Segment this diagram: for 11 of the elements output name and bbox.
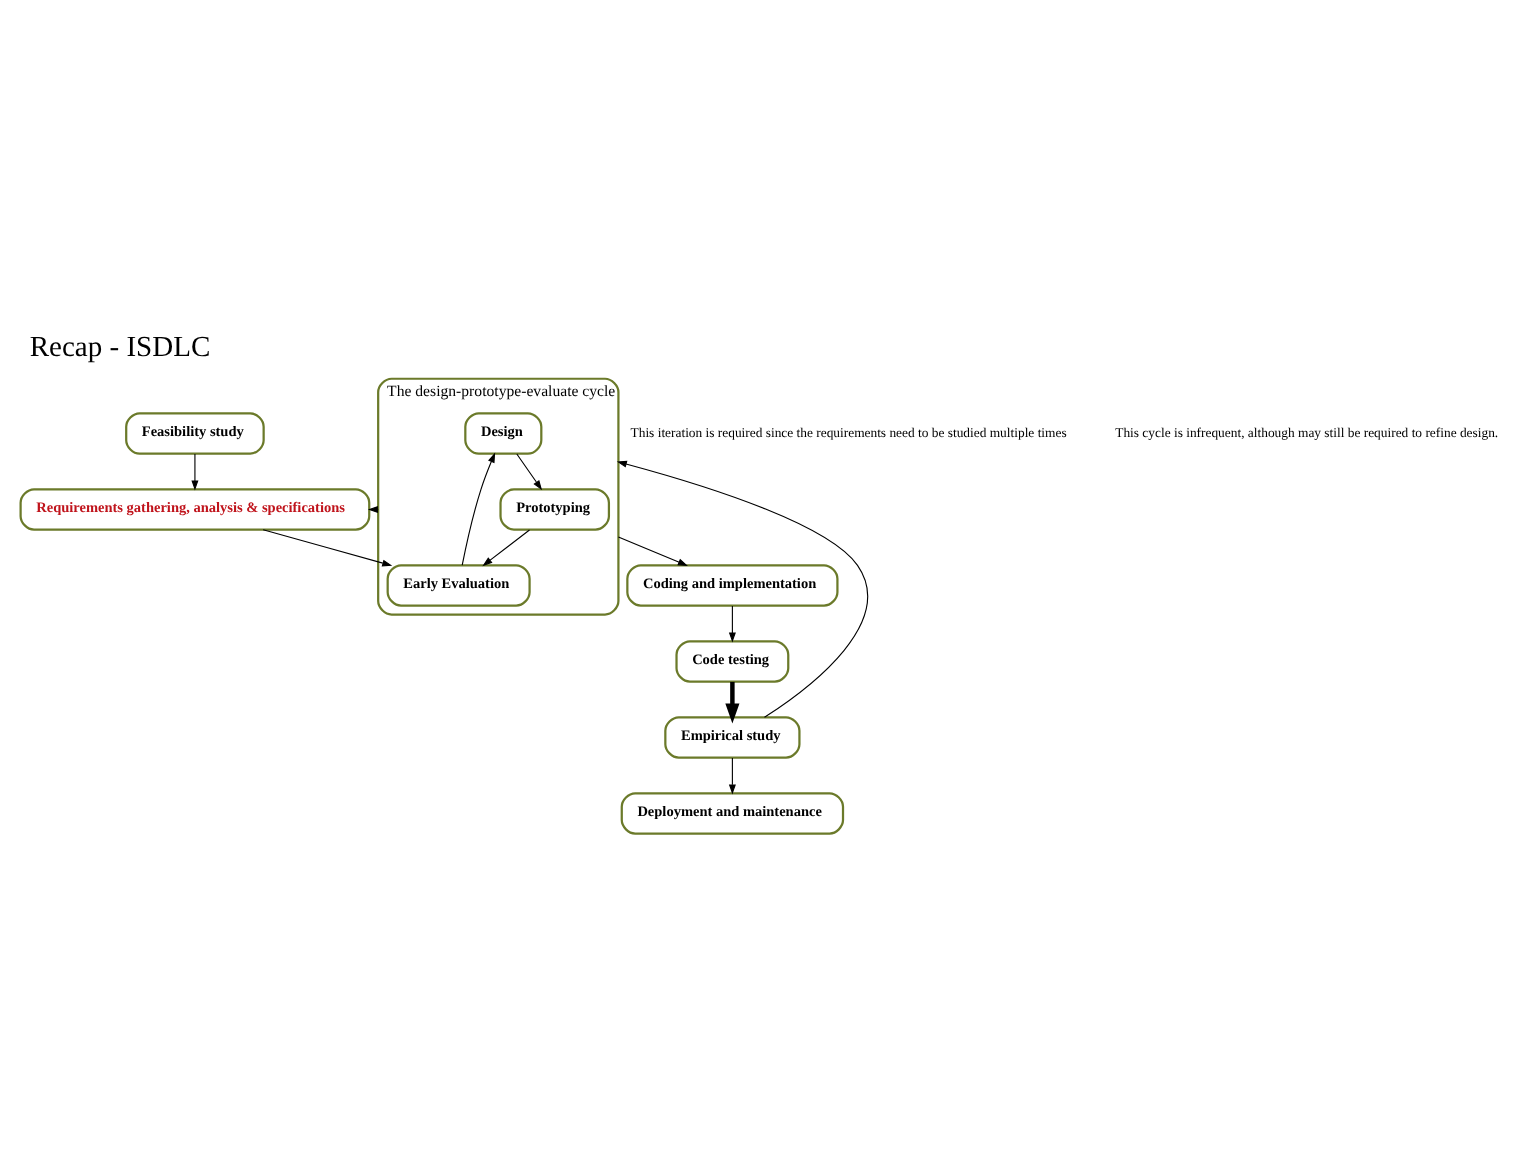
arrow [191,453,199,491]
arrow [461,452,496,566]
arrow [482,529,531,567]
arrow [725,681,740,724]
diagram-title: Recap - ISDLC [29,332,211,365]
arrow [616,460,869,718]
arrow [516,453,543,491]
arrow [262,529,393,567]
arrow [728,757,736,795]
arrow [617,536,688,566]
arrow [728,605,736,643]
